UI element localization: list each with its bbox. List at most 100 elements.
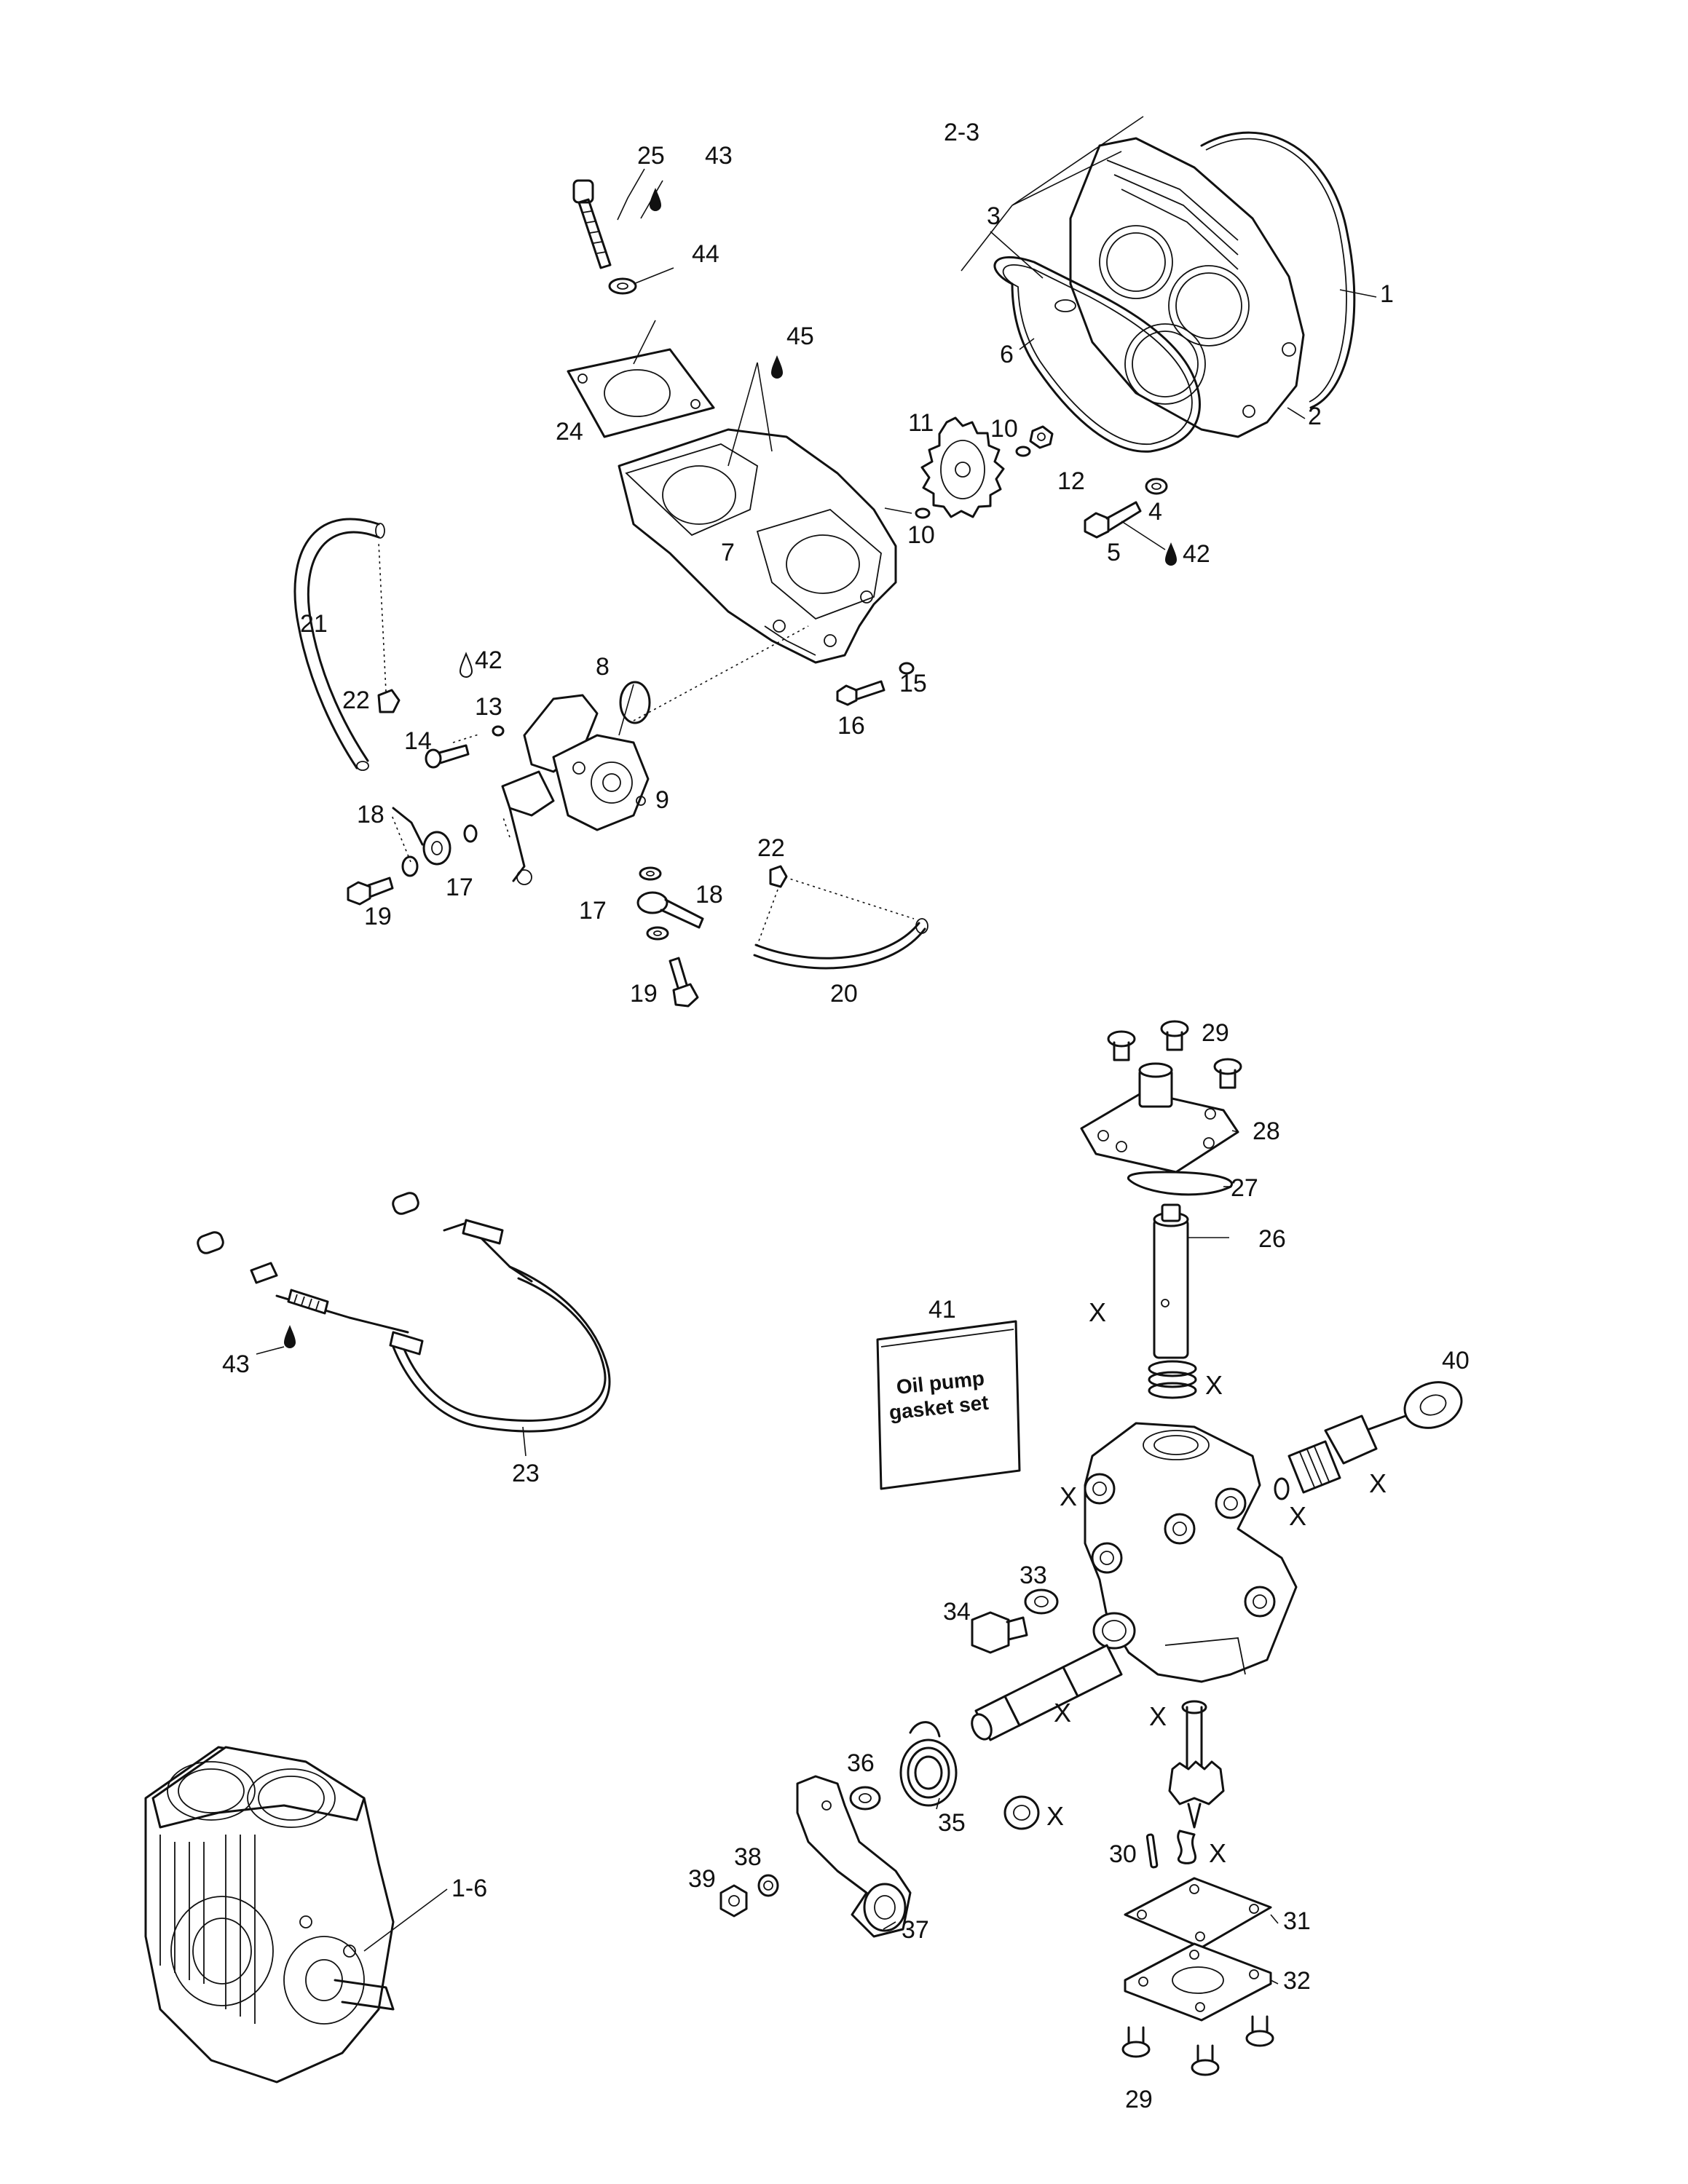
callout-32: 32 [1283, 1967, 1311, 1995]
callout-10-upper: 10 [990, 415, 1018, 443]
part-27-o-ring [1127, 1171, 1234, 1196]
part-10-washer-a [1015, 446, 1031, 457]
callout-7: 7 [721, 539, 735, 566]
callout-18-lower: 18 [695, 881, 723, 909]
part-13-washer [492, 725, 505, 737]
callout-22-lower: 22 [757, 834, 785, 862]
part-12-nut [1029, 425, 1054, 449]
lubricant-drop-45 [771, 355, 783, 379]
callout-24: 24 [556, 418, 583, 446]
callout-44: 44 [692, 240, 719, 268]
check-valve-stem [1287, 1415, 1407, 1494]
callout-22-upper: 22 [342, 687, 370, 714]
callout-15: 15 [899, 670, 927, 697]
part-17-washer-b1 [639, 866, 662, 881]
part-28-cover-plate [1080, 1062, 1239, 1174]
pump-alignment-dotted-line [378, 542, 915, 946]
lower-leader-lines [883, 1130, 1279, 1985]
callout-12: 12 [1057, 467, 1085, 495]
part-5-bolt [1084, 501, 1142, 539]
part-22-clamp-b [769, 865, 788, 888]
engine-assembly [144, 1746, 395, 2084]
cable-leader-lines [256, 1346, 526, 1457]
callout-26: 26 [1258, 1225, 1286, 1253]
plunger-spring [1148, 1360, 1197, 1399]
callout-23: 23 [512, 1460, 540, 1487]
part-16-bolt [836, 680, 886, 706]
callout-37: 37 [902, 1916, 929, 1944]
callout-9: 9 [655, 786, 669, 814]
callout-36: 36 [847, 1749, 875, 1777]
lubricant-drop-42-left [459, 652, 473, 678]
shaft-oil-seal [1003, 1795, 1040, 1830]
x-mark-shaft: X [1054, 1698, 1071, 1728]
lubricant-drop-42-right [1165, 542, 1177, 566]
callout-2-3: 2-3 [944, 119, 979, 146]
part-15-washer [899, 662, 915, 675]
part-41-gasket-set-bag: Oil pump gasket set [876, 1320, 1021, 1490]
callout-3: 3 [987, 202, 1001, 230]
callout-43-lower: 43 [222, 1350, 250, 1378]
part-11-drive-gear [920, 416, 1005, 518]
x-mark-plunger: X [1089, 1297, 1106, 1327]
callout-13: 13 [475, 693, 502, 721]
callout-14: 14 [404, 727, 432, 755]
callout-35: 35 [938, 1809, 966, 1837]
part-36-washer [849, 1786, 881, 1811]
part-37-lever [796, 1775, 912, 1938]
lubricant-drop-43-upper [650, 188, 661, 211]
x-mark-clip: X [1209, 1838, 1226, 1868]
drive-gear-clip [1177, 1829, 1196, 1864]
part-1-o-ring [1200, 131, 1356, 409]
callout-38: 38 [734, 1843, 762, 1871]
callout-33: 33 [1019, 1562, 1047, 1589]
callout-19-lower: 19 [630, 980, 658, 1008]
x-marks: X X X X X X X X X [1046, 1297, 1387, 1868]
callout-27: 27 [1231, 1174, 1258, 1202]
part-29-screws-bottom [1121, 2015, 1274, 2076]
part-40-check-valve-cap [1403, 1381, 1463, 1429]
upper-leader-lines [617, 116, 1377, 736]
part-25-bolt [572, 179, 612, 269]
callout-labels: 2-3 3 1 6 2 25 43 44 45 24 11 10 12 4 10… [222, 119, 1470, 2113]
part-38-washer [757, 1874, 779, 1897]
callout-2: 2 [1308, 403, 1322, 430]
part-2-valve-cover [1069, 137, 1305, 438]
callout-19-upper: 19 [364, 903, 392, 930]
pump-drive-gear-shaft [1168, 1700, 1225, 1829]
part-26-plunger [1153, 1203, 1189, 1359]
callout-43-upper: 43 [705, 142, 733, 170]
callout-40: 40 [1442, 1347, 1470, 1374]
callout-29-top: 29 [1202, 1019, 1229, 1047]
callout-17-lower: 17 [579, 897, 607, 925]
callout-18-upper: 18 [357, 801, 384, 828]
check-valve-o-ring [1274, 1477, 1290, 1500]
part-33-washer [1024, 1588, 1059, 1615]
callout-28: 28 [1253, 1117, 1280, 1145]
callout-10-lower: 10 [907, 521, 935, 549]
callout-4: 4 [1148, 498, 1162, 526]
x-mark-body-left: X [1060, 1481, 1077, 1511]
callout-21: 21 [300, 610, 328, 638]
part-14-screw [425, 744, 470, 769]
callout-29-bottom: 29 [1125, 2086, 1153, 2113]
part-9-oil-pump [501, 694, 650, 885]
part-17-washer-b2 [646, 926, 669, 941]
callout-17-upper: 17 [446, 874, 473, 901]
callout-34: 34 [943, 1598, 971, 1626]
part-17-washer-a1 [401, 855, 419, 877]
callout-30: 30 [1109, 1840, 1137, 1868]
oil-pump-body [1084, 1422, 1298, 1683]
callout-41: 41 [928, 1296, 956, 1324]
x-mark-o-ring: X [1289, 1501, 1306, 1531]
callout-6: 6 [1000, 341, 1014, 368]
part-31-base-gasket [1124, 1877, 1272, 1949]
part-44-washer [608, 277, 637, 295]
part-19-banjo-bolt-a [347, 877, 394, 906]
callout-11: 11 [908, 409, 934, 437]
part-20-hose [753, 918, 928, 970]
lubricant-drop-43-lower [284, 1325, 296, 1348]
part-10-washer-b [915, 507, 931, 519]
part-19-banjo-bolt-b [669, 957, 699, 1008]
part-8-o-ring [619, 681, 651, 724]
